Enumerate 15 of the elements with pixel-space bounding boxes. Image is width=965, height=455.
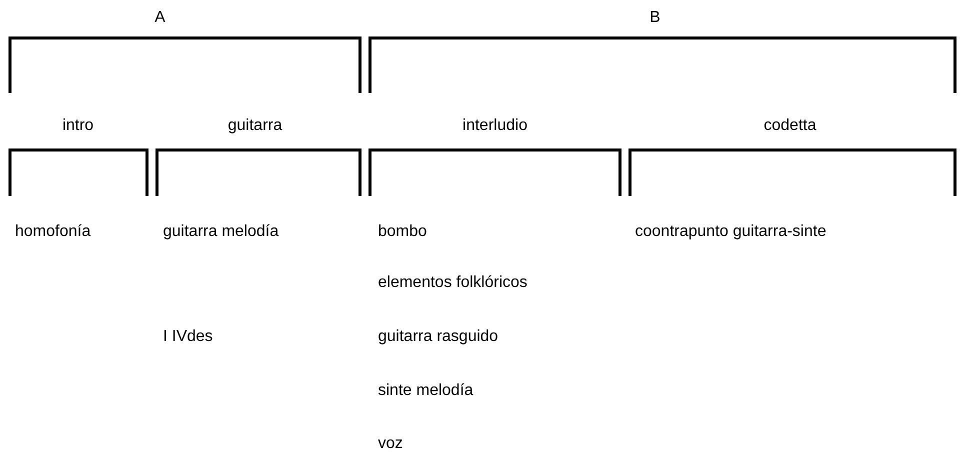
section-label: I IVdes: [163, 329, 213, 345]
section-label: intro: [62, 118, 94, 134]
section-label: interludio: [462, 118, 528, 134]
section-label: elementos folklóricos: [378, 275, 528, 291]
section-label: A: [154, 10, 166, 26]
section-label: bombo: [378, 224, 427, 240]
section-label: B: [650, 10, 660, 26]
section-label: homofonía: [15, 224, 91, 240]
section-label: guitarra rasguido: [378, 329, 498, 345]
section-label: codetta: [764, 118, 816, 134]
section-label: coontrapunto guitarra-sinte: [635, 224, 826, 240]
section-label: guitarra melodía: [163, 224, 279, 240]
section-label: guitarra: [228, 118, 282, 134]
section-label: sinte melodía: [378, 383, 474, 399]
section-label: voz: [378, 436, 403, 452]
